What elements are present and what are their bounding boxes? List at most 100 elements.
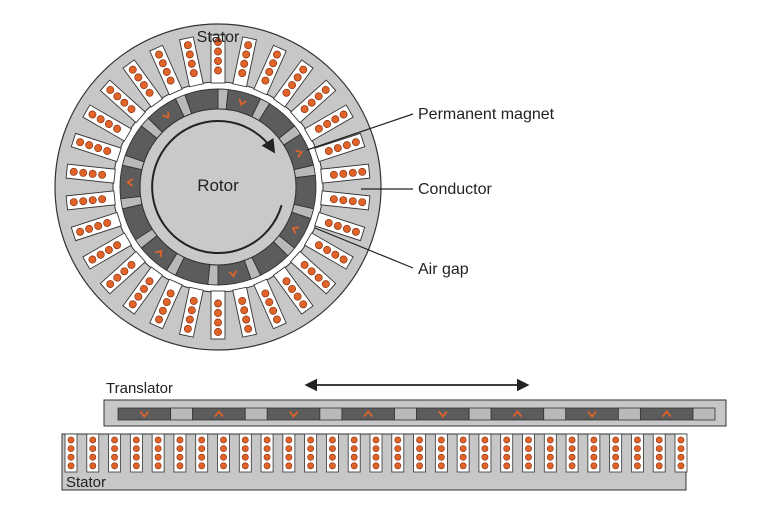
conductor-icon xyxy=(154,453,162,461)
conductor-icon xyxy=(459,436,467,444)
linear-slot xyxy=(64,433,78,473)
stator-label-bottom: Stator xyxy=(66,474,106,491)
conductor-icon xyxy=(79,197,88,206)
conductor-icon xyxy=(677,436,685,444)
conductor-icon xyxy=(89,436,97,444)
conductor-icon xyxy=(350,436,358,444)
conductor-icon xyxy=(329,462,336,470)
conductor-icon xyxy=(76,138,85,147)
translator-spacer xyxy=(468,407,492,421)
magnet-direction-arrow-icon xyxy=(139,410,150,418)
conductor-icon xyxy=(98,195,107,204)
air-gap-label: Air gap xyxy=(418,261,469,278)
linear-slot xyxy=(151,433,165,473)
translator-magnet xyxy=(416,407,470,421)
stator-slot xyxy=(303,232,354,270)
rotary-machine xyxy=(54,23,382,351)
conductor-icon xyxy=(351,227,360,236)
linear-slot xyxy=(173,433,187,473)
conductor-icon xyxy=(481,453,489,461)
conductor-icon xyxy=(437,453,445,461)
conductor-icon xyxy=(612,436,620,444)
translator-magnet xyxy=(192,407,246,421)
stator-slot xyxy=(70,132,122,163)
conductor-icon xyxy=(128,300,137,309)
chevron-icon xyxy=(162,111,170,119)
conductor-icon xyxy=(503,436,511,444)
conductor-icon xyxy=(329,170,338,179)
conductor-icon xyxy=(67,462,75,470)
conductor-icon xyxy=(187,306,196,315)
conductor-icon xyxy=(220,453,227,461)
conductor-icon xyxy=(79,168,88,177)
stator-slot xyxy=(82,232,133,270)
conductor-icon xyxy=(351,138,360,147)
conductor-icon xyxy=(220,462,227,470)
stator-slot xyxy=(314,132,366,163)
conductor-icon xyxy=(416,436,423,444)
conductor-icon xyxy=(89,462,97,470)
conductor-icon xyxy=(324,147,333,155)
conductor-icon xyxy=(85,141,94,150)
conductor-icon xyxy=(96,115,105,124)
conductor-icon xyxy=(263,453,271,461)
conductor-icon xyxy=(348,197,357,206)
stator-slot xyxy=(210,290,226,340)
conductor-icon xyxy=(132,445,140,452)
stator-slot xyxy=(99,250,147,295)
linear-stator xyxy=(61,433,688,491)
conductor-icon xyxy=(339,110,348,119)
conductor-icon xyxy=(372,436,380,444)
conductor-icon xyxy=(158,59,167,68)
conductor-icon xyxy=(104,120,113,128)
conductor-icon xyxy=(139,81,148,90)
conductor-icon xyxy=(183,324,192,333)
chevron-icon xyxy=(228,270,237,278)
conductor-icon xyxy=(241,462,249,470)
stator-slot xyxy=(314,211,366,242)
conductor-icon xyxy=(307,445,315,452)
stator-slot xyxy=(122,59,164,108)
stator-slot xyxy=(232,36,257,88)
conductor-icon xyxy=(85,224,94,233)
chevron-icon xyxy=(238,98,247,107)
linear-translator xyxy=(103,399,727,427)
conductor-icon xyxy=(459,445,467,452)
stator-slot xyxy=(179,36,204,88)
conductor-icon xyxy=(113,124,122,133)
conductor-icon xyxy=(139,284,148,293)
conductor-icon xyxy=(88,169,97,178)
conductor-icon xyxy=(437,462,445,470)
conductor-icon xyxy=(265,298,274,307)
conductor-icon xyxy=(127,261,136,269)
conductor-icon xyxy=(677,445,685,452)
conductor-icon xyxy=(285,462,293,470)
linear-slot xyxy=(129,433,143,473)
conductor-icon xyxy=(176,462,184,470)
magnet-direction-arrow-icon xyxy=(587,410,597,418)
conductor-icon xyxy=(69,198,78,207)
conductor-icon xyxy=(307,436,315,444)
conductor-icon xyxy=(127,105,136,113)
conductor-icon xyxy=(416,445,423,452)
conductor-icon xyxy=(214,299,222,308)
conductor-icon xyxy=(241,453,249,461)
conductor-icon xyxy=(220,436,227,444)
linear-stator-slots xyxy=(64,433,688,473)
linear-slot xyxy=(543,433,557,473)
conductor-icon xyxy=(634,436,641,444)
conductor-icon xyxy=(241,436,249,444)
conductor-icon xyxy=(98,170,107,179)
translator-magnet xyxy=(490,407,545,421)
conductor-icon xyxy=(113,92,122,101)
conductor-icon xyxy=(525,445,532,452)
stator-slot xyxy=(70,211,122,242)
magnet-direction-arrow-icon xyxy=(214,410,224,418)
conductor-icon xyxy=(155,50,163,59)
translator-magnet xyxy=(117,407,172,421)
conductor-icon xyxy=(273,315,281,324)
stator-slot xyxy=(272,59,314,108)
conductor-icon xyxy=(185,50,194,59)
linear-slot xyxy=(631,433,644,473)
conductor-icon xyxy=(67,445,75,452)
